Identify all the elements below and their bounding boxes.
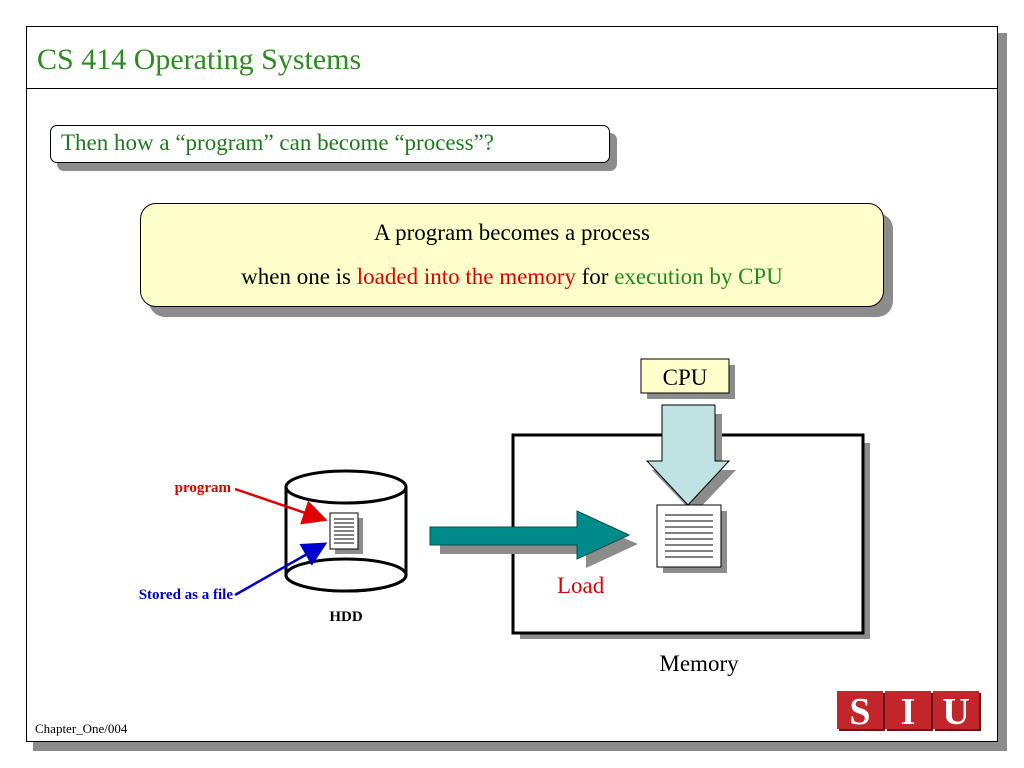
program-label: program xyxy=(175,480,232,496)
cpu-label: CPU xyxy=(663,365,708,390)
slide-title: CS 414 Operating Systems xyxy=(37,43,362,76)
cpu-arrow xyxy=(645,404,736,514)
load-label: Load xyxy=(557,573,605,598)
stored-label: Stored as a file xyxy=(139,587,234,603)
definition-highlight-loaded: loaded into the memory xyxy=(356,264,576,289)
siu-logo: S I U xyxy=(837,691,983,731)
definition-box: A program becomes a process when one is … xyxy=(140,203,884,307)
program-process-diagram: CPU Load Memory xyxy=(139,358,870,676)
memory-label: Memory xyxy=(659,651,739,676)
load-arrow xyxy=(429,510,638,568)
logo-letter-s: S xyxy=(849,691,870,731)
definition-text-1: when one is xyxy=(241,264,357,289)
definition-line-2: when one is loaded into the memory for e… xyxy=(141,264,883,290)
slide: CS 414 Operating Systems Then how a “pro… xyxy=(26,26,998,742)
definition-highlight-execution: execution by CPU xyxy=(614,264,783,289)
program-arrow xyxy=(234,487,328,525)
definition-line-1: A program becomes a process xyxy=(374,220,650,245)
title-divider xyxy=(27,88,997,89)
definition-text-2: for xyxy=(575,264,615,289)
logo-letter-i: I xyxy=(901,691,916,731)
question-box: Then how a “program” can become “process… xyxy=(50,125,610,163)
siu-logo-graphic: S I U xyxy=(837,691,981,731)
footer-chapter: Chapter_One/004 xyxy=(35,721,128,736)
file-document-icon xyxy=(329,512,363,554)
stored-arrow xyxy=(234,542,328,597)
hdd-label: HDD xyxy=(329,609,363,625)
cpu-box: CPU xyxy=(640,358,735,399)
logo-letter-u: U xyxy=(942,691,969,731)
memory-document-icon xyxy=(656,504,727,573)
